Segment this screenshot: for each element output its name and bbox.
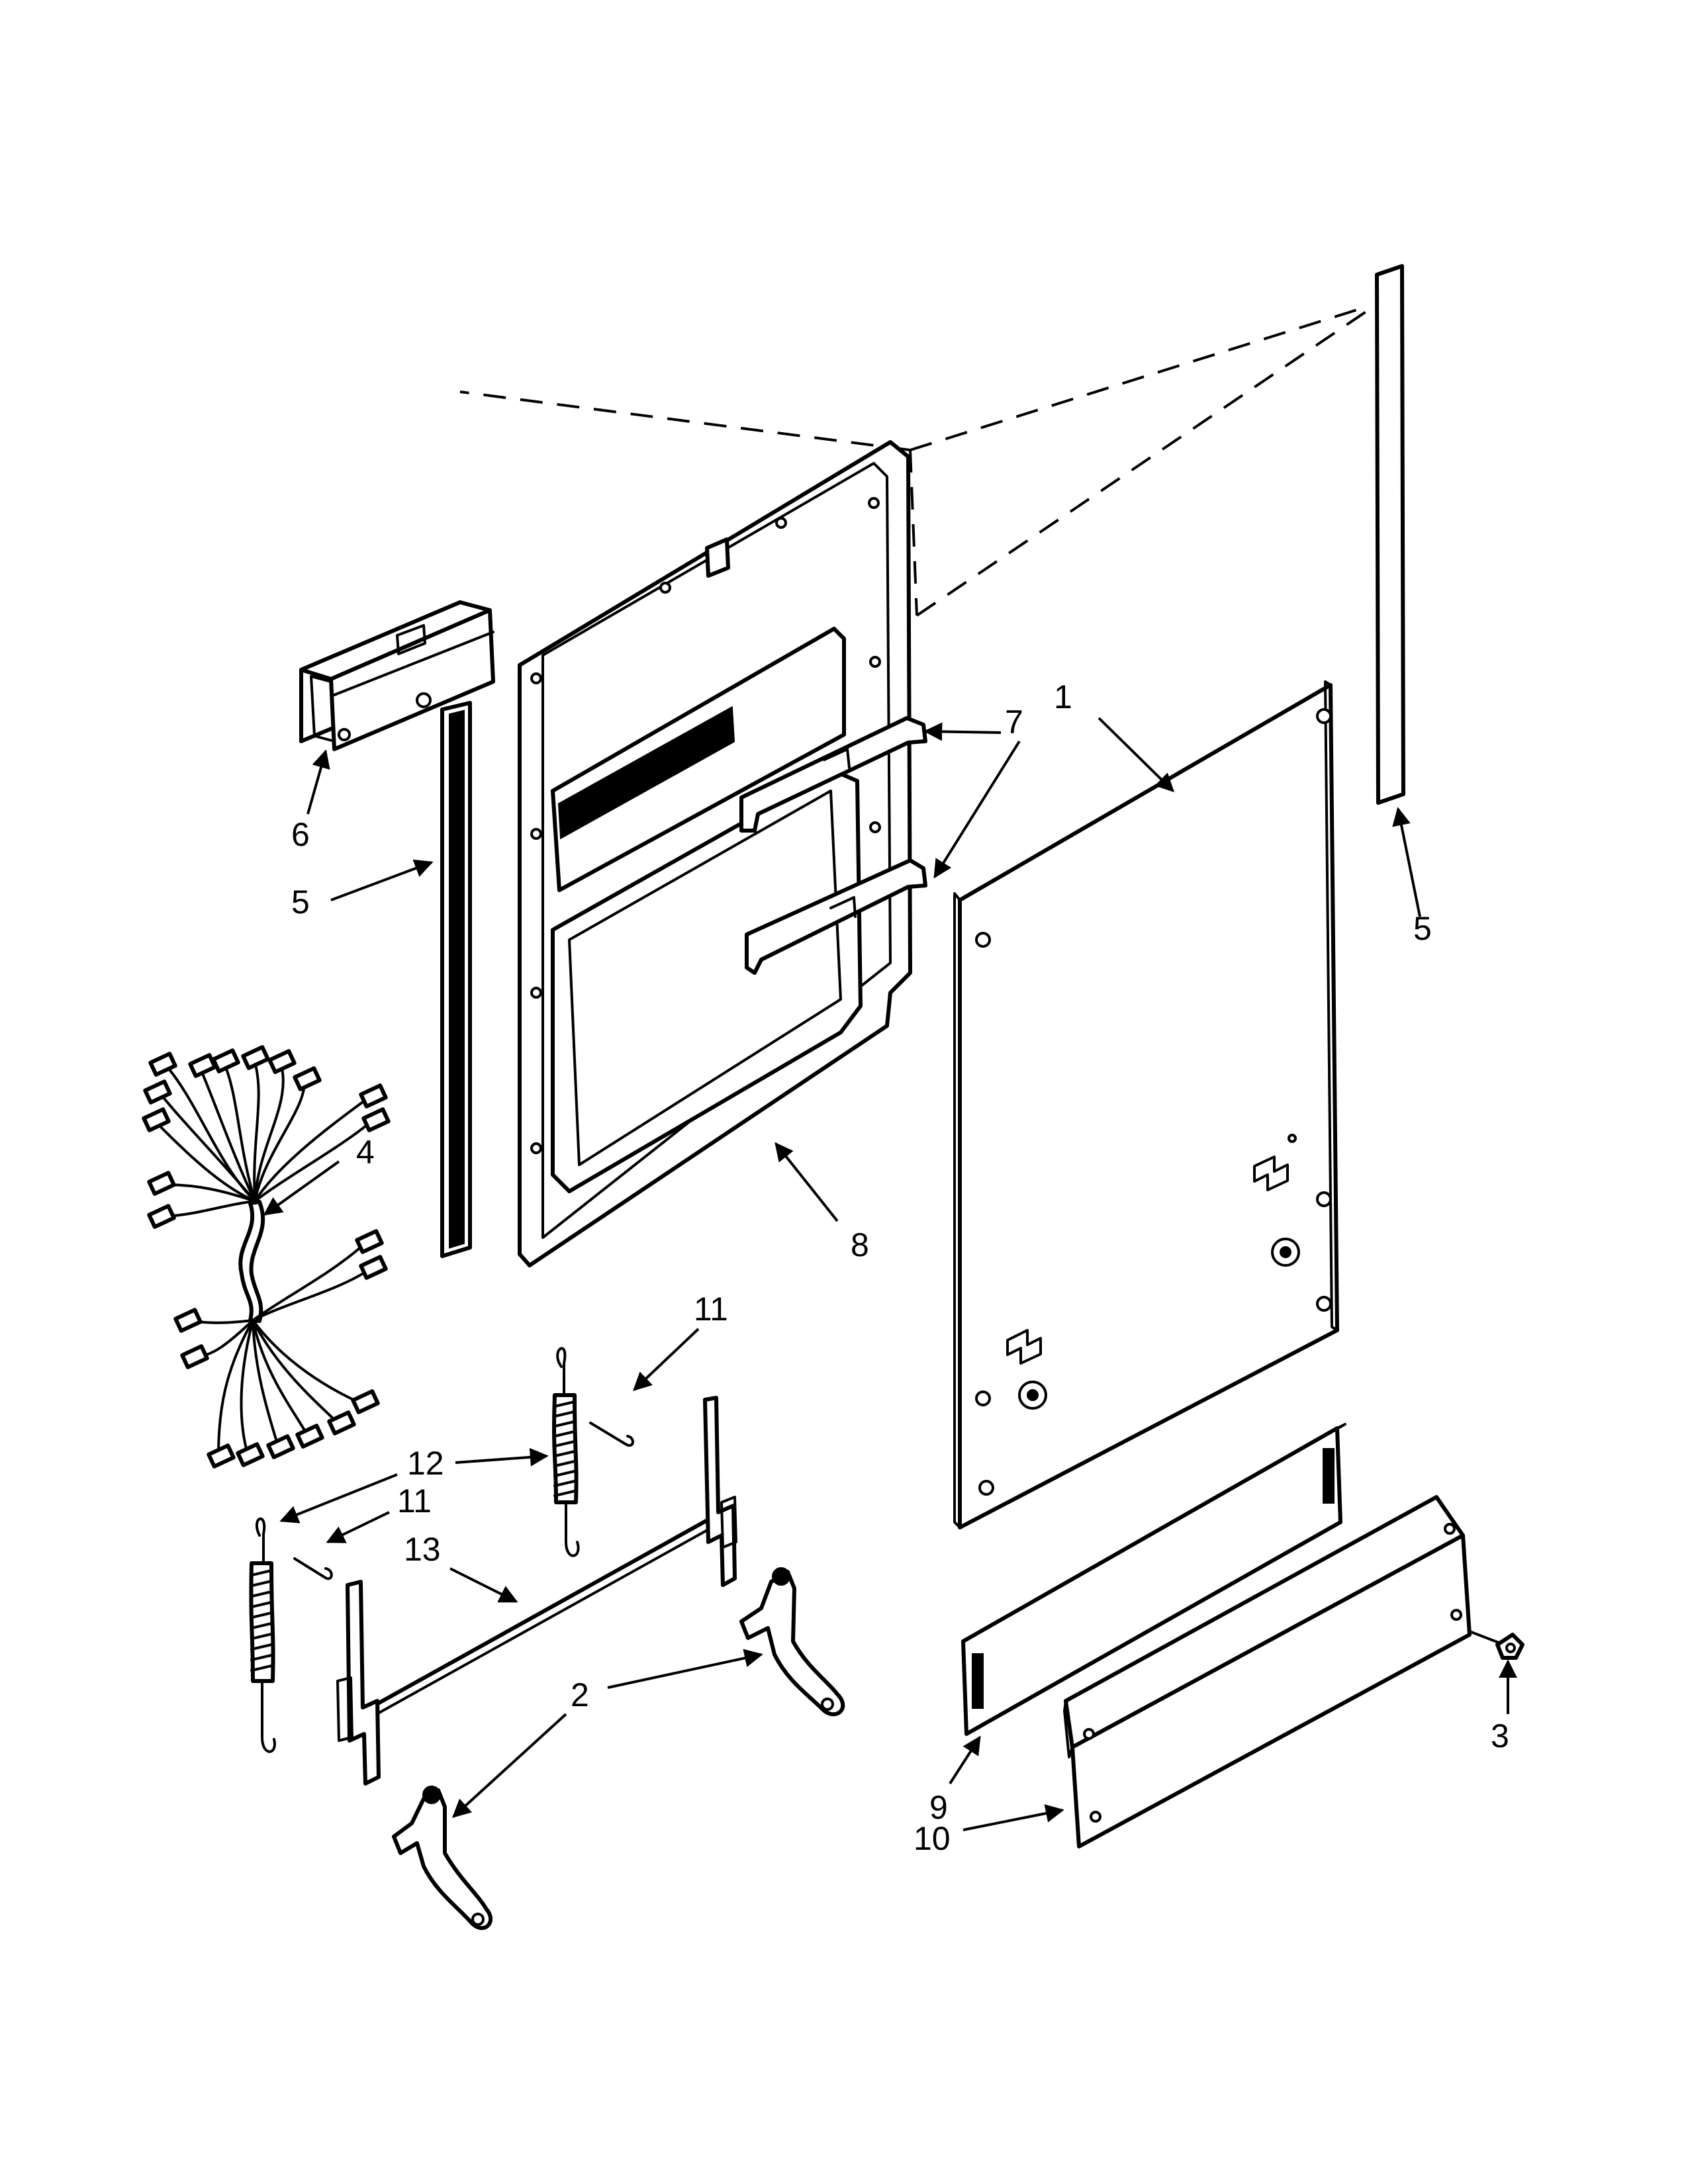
assembly-dashed-lines xyxy=(459,306,1368,617)
callout-9: 9 xyxy=(929,1789,948,1826)
part-2-left-hinge xyxy=(392,1786,492,1931)
part-3-screw xyxy=(1468,1630,1524,1660)
callout-6: 6 xyxy=(291,816,310,853)
callout-leader-lines xyxy=(263,717,1517,1831)
part-8-inner-door-panel xyxy=(518,440,912,1267)
callout-8: 8 xyxy=(851,1226,869,1263)
callout-7: 7 xyxy=(1005,704,1023,741)
callout-11-lower: 11 xyxy=(397,1482,432,1520)
part-5-right-gasket-strip xyxy=(1375,264,1405,805)
part-12-lower-spring xyxy=(249,1518,276,1753)
part-1-outer-door-panel xyxy=(953,680,1339,1529)
part-2-right-hinge xyxy=(739,1567,845,1717)
callout-13: 13 xyxy=(404,1531,441,1568)
part-11-lower-hook xyxy=(293,1557,333,1580)
part-6-control-module xyxy=(299,600,495,751)
callout-labels: 1 2 3 4 5 5 6 7 8 9 10 11 11 12 13 xyxy=(291,678,1509,1857)
callout-12: 12 xyxy=(407,1445,444,1482)
callout-4: 4 xyxy=(356,1134,375,1171)
callout-2: 2 xyxy=(571,1676,589,1713)
callout-5-right: 5 xyxy=(1413,910,1432,947)
part-4-wire-harness xyxy=(142,1045,391,1469)
callout-3: 3 xyxy=(1491,1717,1509,1754)
callout-10: 10 xyxy=(914,1820,951,1857)
part-7-brackets xyxy=(739,716,927,975)
callout-5-left: 5 xyxy=(291,884,310,921)
part-12-upper-spring xyxy=(552,1347,580,1557)
part-9-lower-panel xyxy=(961,1423,1346,1736)
callout-11-upper: 11 xyxy=(694,1291,728,1328)
part-5-left-gasket-strip xyxy=(440,701,472,1258)
part-10-toe-panel xyxy=(1063,1495,1472,1848)
part-13-hinge-rod-assembly xyxy=(336,1396,737,1786)
part-11-upper-hook xyxy=(589,1422,634,1447)
callout-1: 1 xyxy=(1054,678,1072,715)
